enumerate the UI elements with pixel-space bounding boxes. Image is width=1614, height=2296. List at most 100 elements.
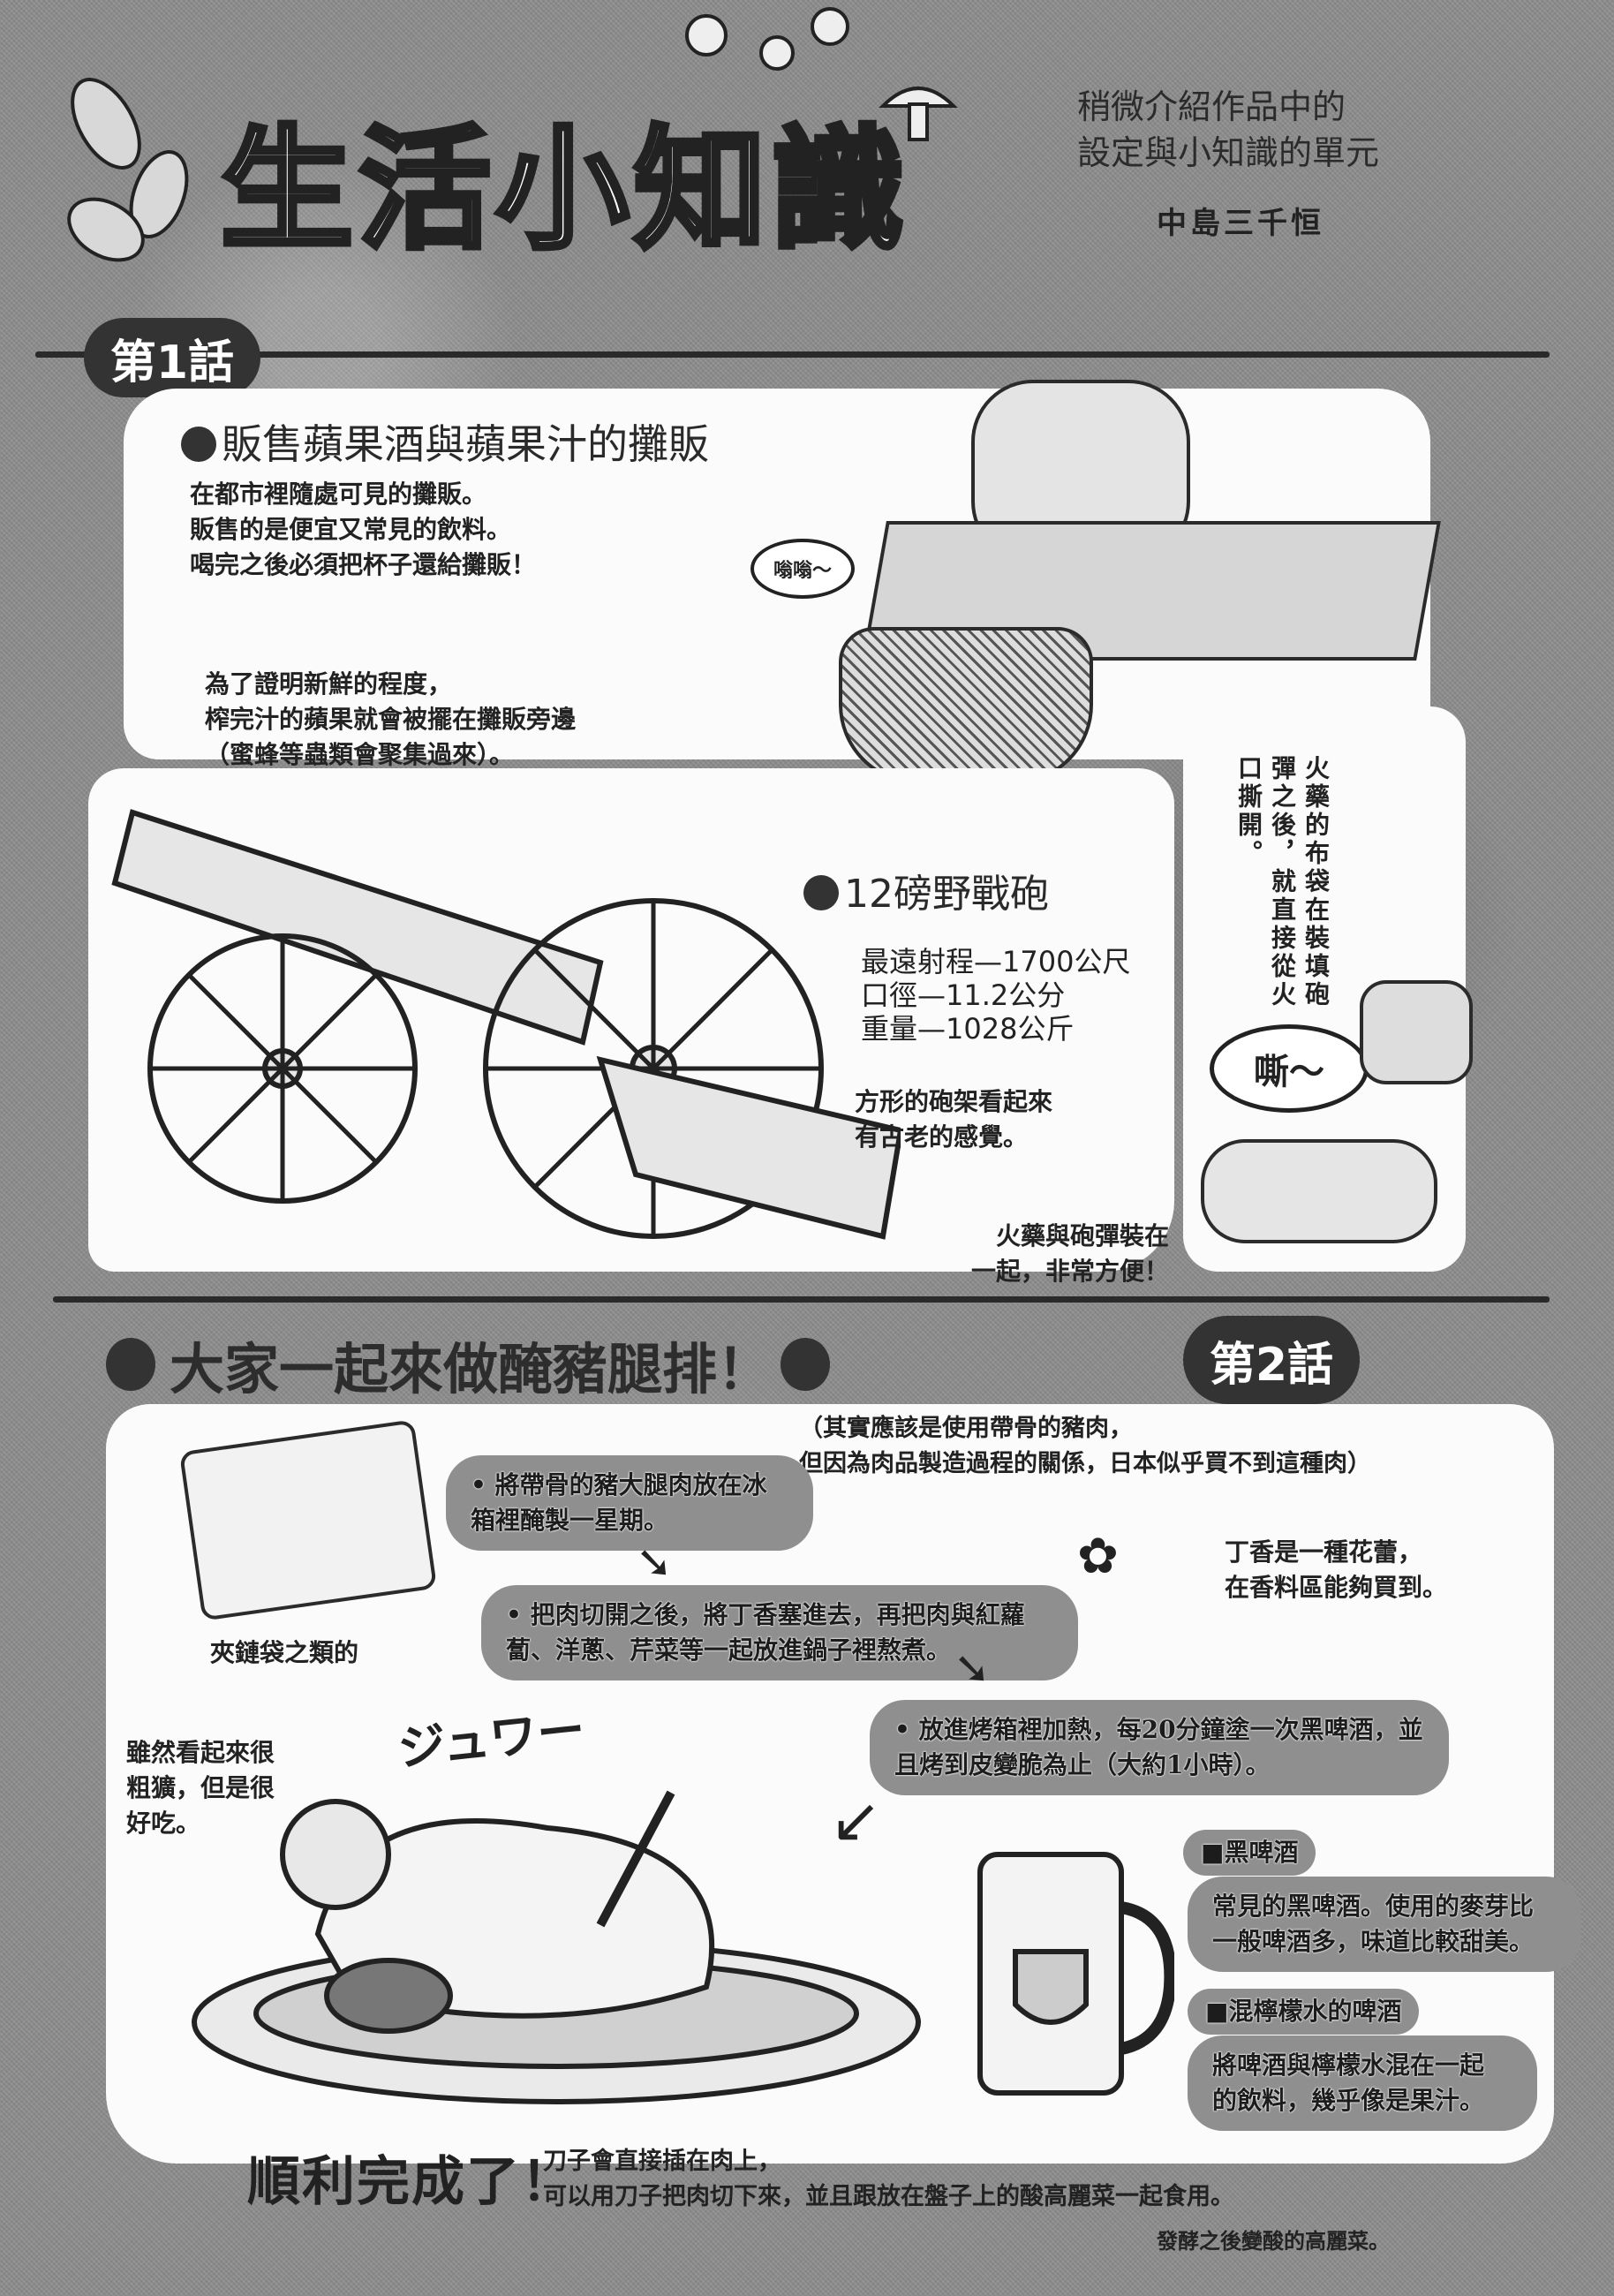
- finish-line: 可以用刀子把肉切下來，並且跟放在盤子上的酸高麗菜一起食用。: [543, 2183, 1234, 2210]
- spec-value: 1028公斤: [946, 1012, 1075, 1046]
- note-line: 榨完汁的蘋果就會被擺在攤販旁邊: [205, 705, 577, 734]
- note-line: 有古老的感覺。: [855, 1122, 1029, 1152]
- spec-row: 口徑—11.2公分: [861, 978, 1066, 1012]
- step-text: • 把肉切開之後，將丁香塞進去，再把肉與紅蘿蔔、洋蔥、芹菜等一起放進鍋子裡熬煮。: [506, 1600, 1025, 1665]
- shandy-title: ■混檸檬水的啤酒: [1188, 1989, 1420, 2035]
- beer-desc-line: 將啤酒與檸檬水混在一起: [1212, 2051, 1485, 2080]
- apple-stall-heading: 販售蘋果酒與蘋果汁的攤販: [181, 419, 709, 469]
- dark-beer-description: 常見的黑啤酒。使用的麥芽比 一般啤酒多，味道比較甜美。: [1188, 1877, 1581, 1972]
- finish-heading: 順利完成了！: [247, 2151, 576, 2213]
- arrow-curve-icon: ↙: [830, 1784, 882, 1856]
- flower-bouquet-icon: [685, 7, 958, 141]
- beer-desc-line: 的飲料，幾乎像是果汁。: [1212, 2086, 1485, 2115]
- episode2-heading-text: 大家一起來做醃豬腿排！: [170, 1337, 773, 1401]
- recipe-step-1: • 將帶骨的豬大腿肉放在冰箱裡醃製一星期。: [446, 1455, 813, 1551]
- description-line: 販售的是便宜又常見的飲料。: [190, 515, 512, 544]
- note-line: 在香料區能夠買到。: [1225, 1573, 1448, 1602]
- note-line: 方形的砲架看起來: [855, 1087, 1053, 1116]
- note-line: 好吃。: [126, 1809, 201, 1838]
- episode1-badge: 第1話: [84, 318, 260, 397]
- spec-label: 重量: [861, 1012, 918, 1046]
- note-line: 丁香是一種花蕾，: [1225, 1537, 1423, 1567]
- beer-mug-illustration: [971, 1837, 1177, 2102]
- dark-beer-title: ■黑啤酒: [1183, 1830, 1316, 1876]
- shandy-description: 將啤酒與檸檬水混在一起 的飲料，幾乎像是果汁。: [1188, 2035, 1537, 2131]
- spec-label: 口徑: [861, 978, 918, 1012]
- hand-illustration: [1360, 980, 1473, 1084]
- beer-desc-line: 一般啤酒多，味道比較甜美。: [1212, 1927, 1535, 1956]
- square-bullet-icon: ■: [1201, 1838, 1225, 1867]
- episode2-badge: 第2話: [1183, 1316, 1360, 1404]
- buzz-sfx: 嗡嗡～: [773, 560, 832, 582]
- recipe-step-3: • 放進烤箱裡加熱，每20分鐘塗一次黑啤酒，並且烤到皮變脆為止（大約1小時）。: [870, 1700, 1449, 1795]
- cannon-panel: [88, 768, 1174, 1272]
- note-line: 雖然看起來很: [126, 1738, 275, 1767]
- cannon-heading-text: 12磅野戰砲: [844, 872, 1049, 917]
- beer-title-text: 混檸檬水的啤酒: [1228, 1997, 1402, 2026]
- note-line: 粗獷，但是很: [126, 1773, 275, 1802]
- bullet-dot-icon: [803, 875, 839, 910]
- page-title: 生活小知識: [218, 112, 910, 268]
- finish-line: 刀子會直接插在肉上，: [543, 2148, 781, 2175]
- note-line: 但因為肉品製造過程的關係，日本似乎買不到這種肉）: [799, 1450, 1371, 1477]
- step-text: • 將帶骨的豬大腿肉放在冰箱裡醃製一星期。: [471, 1470, 767, 1535]
- hiss-sfx: 嘶～: [1254, 1052, 1324, 1092]
- looks-rough-note: 雖然看起來很 粗獷，但是很 好吃。: [126, 1735, 275, 1841]
- ham-plate-icon: [192, 1790, 921, 2104]
- episode2-heading: 大家一起來做醃豬腿排！: [106, 1325, 835, 1404]
- basket-illustration: [839, 627, 1093, 784]
- finish-description: 刀子會直接插在肉上， 可以用刀子把肉切下來，並且跟放在盤子上的酸高麗菜一起食用。: [543, 2144, 1234, 2215]
- spec-label: 最遠射程: [861, 945, 975, 978]
- hiss-speech-bubble: 嘶～: [1210, 1024, 1369, 1113]
- square-bullet-icon: ■: [1205, 1997, 1229, 2026]
- bullet-dot-icon: [106, 1338, 155, 1391]
- header-flower-decoration: [636, 0, 1024, 159]
- cannon-icon: [111, 809, 904, 1240]
- clove-icon: ✿: [1077, 1528, 1119, 1585]
- header-leaf-decoration: [53, 62, 212, 291]
- sauerkraut-footnote: 發酵之後變酸的高麗菜。: [1157, 2228, 1390, 2254]
- arrow-down-icon: ➘: [954, 1643, 991, 1694]
- bullet-dot-icon: [781, 1338, 831, 1391]
- step-text: • 放進烤箱裡加熱，每20分鐘塗一次黑啤酒，並且烤到皮變脆為止（大約1小時）。: [894, 1715, 1423, 1779]
- powder-bag-vertical-note: 火藥的布袋在裝填砲彈之後，就直接從火口撕開。: [1234, 755, 1331, 1009]
- cartridge-illustration: [1201, 1139, 1437, 1243]
- note-line: （蜜蜂等蟲類會聚集過來）。: [205, 740, 515, 769]
- zipper-bag-illustration: [178, 1419, 438, 1621]
- ham-aside-note: （其實應該是使用帶骨的豬肉， 但因為肉品製造過程的關係，日本似乎買不到這種肉）: [799, 1411, 1371, 1482]
- apple-freshness-note: 為了證明新鮮的程度， 榨完汁的蘋果就會被擺在攤販旁邊 （蜜蜂等蟲類會聚集過來）。: [205, 667, 576, 773]
- clove-note: 丁香是一種花蕾， 在香料區能夠買到。: [1225, 1535, 1447, 1605]
- spec-value: 11.2公分: [946, 978, 1066, 1012]
- note-line: （其實應該是使用帶骨的豬肉，: [799, 1415, 1133, 1442]
- leaf-icon: [67, 78, 189, 262]
- header-subtitle: 稍微介紹作品中的 設定與小知識的單元: [1077, 84, 1379, 176]
- spec-row: 重量—1028公斤: [861, 1012, 1075, 1046]
- beer-title-text: 黑啤酒: [1224, 1838, 1299, 1867]
- author-name: 中島三千恒: [1157, 206, 1324, 241]
- subtitle-line: 設定與小知識的單元: [1077, 133, 1380, 172]
- apple-stall-description: 在都市裡隨處可見的攤販。 販售的是便宜又常見的飲料。 喝完之後必須把杯子還給攤販…: [190, 477, 536, 583]
- spec-value: 1700公尺: [1002, 945, 1131, 978]
- beer-mug-icon: [977, 1852, 1177, 2096]
- beer-desc-line: 常見的黑啤酒。使用的麥芽比: [1212, 1892, 1535, 1921]
- bullet-dot-icon: [181, 427, 216, 462]
- note-line: 一起，非常方便！: [971, 1257, 1170, 1286]
- recipe-step-2: • 把肉切開之後，將丁香塞進去，再把肉與紅蘿蔔、洋蔥、芹菜等一起放進鍋子裡熬煮。: [481, 1585, 1078, 1680]
- episode2-divider: [53, 1296, 1550, 1303]
- description-line: 喝完之後必須把杯子還給攤販！: [190, 550, 537, 579]
- cannon-carriage-note: 方形的砲架看起來 有古老的感覺。: [855, 1084, 1052, 1155]
- episode1-divider: [35, 351, 1550, 358]
- subtitle-line: 稍微介紹作品中的: [1077, 87, 1346, 126]
- zipper-bag-caption: 夾鏈袋之類的: [210, 1638, 359, 1667]
- cannon-illustration: [106, 777, 904, 1254]
- buzz-speech-bubble: 嗡嗡～: [750, 539, 855, 599]
- note-line: 為了證明新鮮的程度，: [205, 669, 453, 699]
- cannon-heading: 12磅野戰砲: [803, 870, 1049, 919]
- description-line: 在都市裡隨處可見的攤販。: [190, 480, 487, 509]
- spec-row: 最遠射程—1700公尺: [861, 945, 1131, 978]
- cannon-specs: 最遠射程—1700公尺 口徑—11.2公分 重量—1028公斤: [861, 945, 1130, 1046]
- cartridge-note: 火藥與砲彈裝在 一起，非常方便！: [971, 1219, 1169, 1289]
- note-line: 火藥與砲彈裝在: [996, 1221, 1170, 1250]
- roast-ham-illustration: [177, 1757, 927, 2111]
- arrow-down-icon: ➘: [636, 1537, 673, 1588]
